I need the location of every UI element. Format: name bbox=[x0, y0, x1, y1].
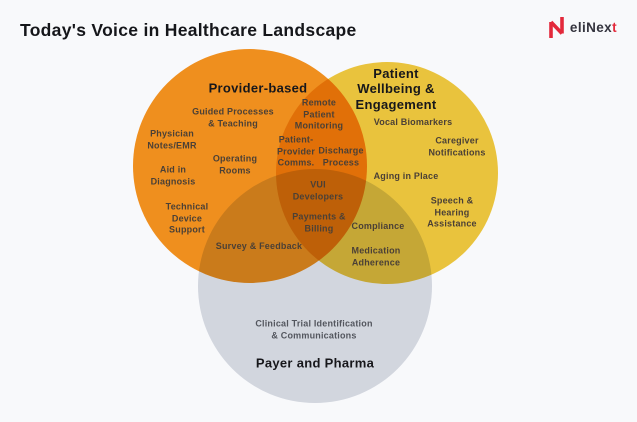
venn-item-caregiver-notifications: Caregiver Notifications bbox=[428, 135, 486, 157]
provider-circle-title: Provider-based bbox=[208, 80, 308, 96]
venn-item-remote-patient-monitoring: Remote Patient Monitoring bbox=[294, 97, 344, 131]
elinext-logo: eliNext bbox=[548, 16, 617, 39]
page-title: Today's Voice in Healthcare Landscape bbox=[20, 20, 357, 40]
venn-item-payments-billing: Payments & Billing bbox=[292, 211, 346, 233]
venn-item-speech-hearing-assistance: Speech & Hearing Assistance bbox=[427, 195, 477, 229]
venn-item-technical-device-support: Technical Device Support bbox=[165, 201, 209, 235]
patient-circle-title: Patient Wellbeing & Engagement bbox=[355, 66, 437, 112]
elinext-n-mark-icon bbox=[548, 16, 565, 39]
venn-item-physician-notes: Physician Notes/EMR bbox=[147, 128, 197, 150]
venn-item-patient-provider-comms: Patient- Provider Comms. bbox=[276, 134, 316, 168]
venn-item-discharge-process: Discharge Process bbox=[318, 145, 364, 167]
payer-circle-title: Payer and Pharma bbox=[255, 355, 375, 371]
venn-item-medication-adherence: Medication Adherence bbox=[351, 245, 401, 267]
venn-item-vui-developers: VUI Developers bbox=[292, 179, 344, 201]
venn-item-clinical-trial: Clinical Trial Identification & Communic… bbox=[255, 318, 373, 340]
venn-item-aid-in-diagnosis: Aid in Diagnosis bbox=[150, 164, 196, 186]
venn-item-operating-rooms: Operating Rooms bbox=[212, 153, 258, 175]
payer-circle bbox=[198, 169, 432, 403]
logo-text-main: eliNex bbox=[569, 20, 613, 35]
venn-item-survey-feedback: Survey & Feedback bbox=[215, 241, 303, 252]
venn-item-compliance: Compliance bbox=[351, 221, 405, 232]
venn-item-aging-in-place: Aging in Place bbox=[373, 171, 439, 182]
logo-wordmark: eliNext bbox=[570, 20, 617, 35]
venn-item-guided-processes: Guided Processes & Teaching bbox=[192, 106, 274, 128]
venn-item-vocal-biomarkers: Vocal Biomarkers bbox=[373, 117, 453, 128]
logo-text-accent: t bbox=[612, 20, 617, 35]
